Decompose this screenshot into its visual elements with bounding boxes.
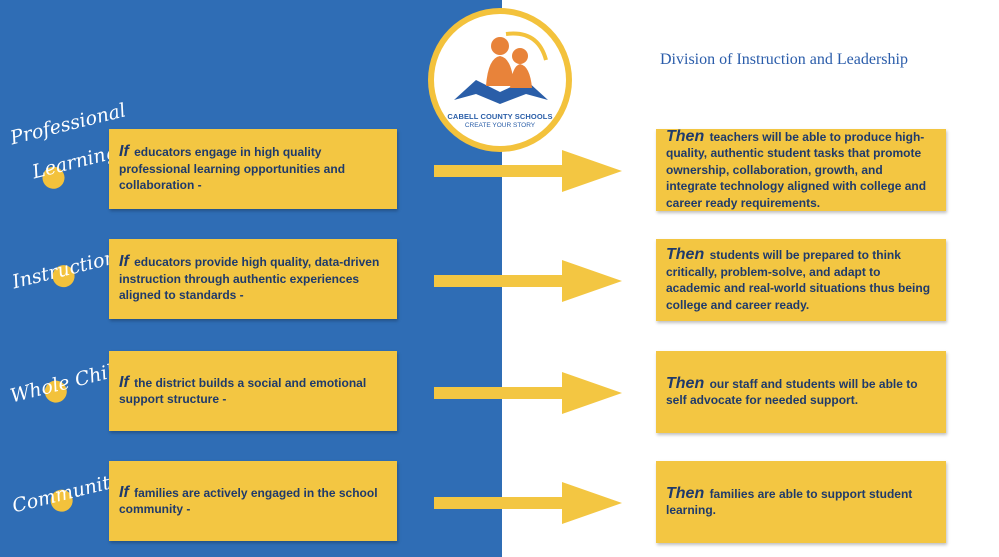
division-title: Division of Instruction and Leadership [660, 51, 908, 68]
arrow-icon [434, 482, 622, 524]
if-word: If [119, 373, 129, 391]
logo-tagline: CREATE YOUR STORY [464, 122, 536, 129]
then-text: teachers will be able to produce high-qu… [666, 129, 927, 210]
then-word: Then [666, 127, 705, 145]
then-box-whole-child: Then our staff and students will be able… [656, 351, 946, 433]
if-box-instruction: If educators provide high quality, data-… [109, 239, 397, 319]
then-box-instruction: Then students will be prepared to think … [656, 239, 946, 321]
then-box-professional-learning: Then teachers will be able to produce hi… [656, 127, 946, 211]
if-text: families are actively engaged in the sch… [119, 485, 378, 517]
if-word: If [119, 143, 129, 161]
then-text: students will be prepared to think criti… [666, 248, 931, 312]
arrow-icon [434, 150, 622, 192]
if-word: If [119, 483, 129, 501]
cabell-county-schools-logo: CABELL COUNTY SCHOOLS CREATE YOUR STORY [428, 8, 572, 152]
if-box-whole-child: If the district builds a social and emot… [109, 351, 397, 431]
then-box-community: Then families are able to support studen… [656, 461, 946, 543]
logo-children-icon [454, 31, 548, 104]
if-box-community: If families are actively engaged in the … [109, 461, 397, 541]
then-word: Then [666, 374, 705, 392]
then-text: families are able to support student lea… [666, 486, 913, 518]
arrow-icon [434, 372, 622, 414]
then-word: Then [666, 246, 705, 263]
logo-badge: CABELL COUNTY SCHOOLS CREATE YOUR STORY [434, 14, 566, 146]
if-word: If [119, 253, 129, 271]
if-text: educators provide high quality, data-dri… [119, 255, 380, 303]
then-text: our staff and students will be able to s… [666, 376, 918, 408]
if-box-professional-learning: If educators engage in high quality prof… [109, 129, 397, 209]
arrow-icon [434, 260, 622, 302]
logo-name: CABELL COUNTY SCHOOLS [447, 112, 553, 121]
if-text: educators engage in high quality profess… [119, 145, 346, 193]
if-text: the district builds a social and emotion… [119, 375, 367, 407]
then-word: Then [666, 484, 705, 502]
